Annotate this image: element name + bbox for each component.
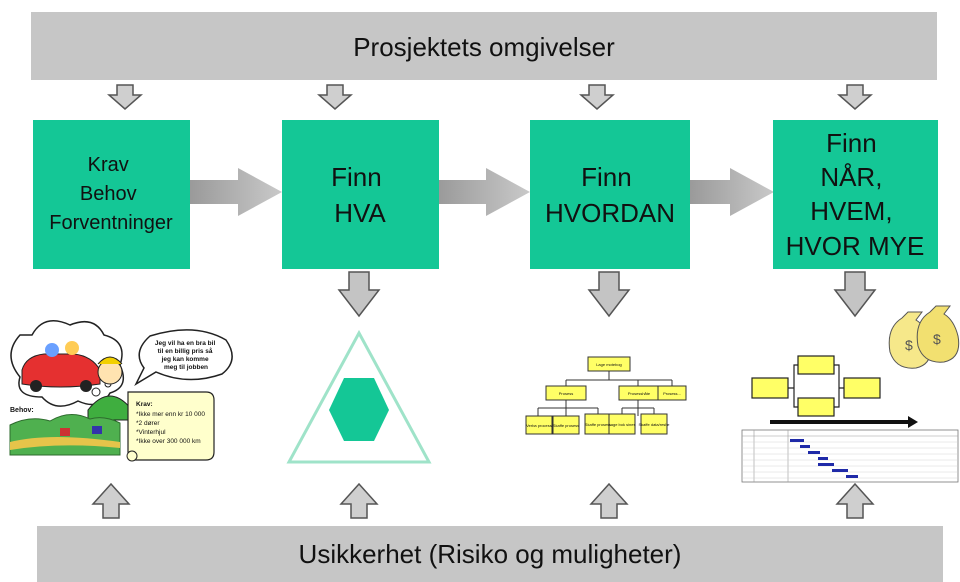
wbs-node [525, 415, 553, 435]
wbs-node [552, 415, 580, 435]
down-arrow-icon [317, 84, 353, 110]
bottom-banner [37, 526, 943, 582]
speech-bubble-icon [134, 329, 233, 386]
top-banner [31, 12, 937, 80]
svg-text:Lage motebog: Lage motebog [596, 362, 622, 367]
down-arrow-icon [579, 84, 615, 110]
svg-text:Skaffe data/reslte: Skaffe data/reslte [638, 422, 670, 427]
wbs-labels: Lage motebog Prosess Prosesshåte Prosess… [526, 362, 681, 428]
car-icon [21, 353, 101, 388]
wbs-node [657, 385, 687, 401]
gantt-chart-icon [741, 429, 959, 483]
step-box-what [282, 120, 439, 269]
step-box-requirements-label: Krav Behov Forventninger [49, 154, 173, 234]
svg-text:$: $ [933, 331, 941, 347]
down-arrow-icon [833, 271, 877, 318]
step-box-how [530, 120, 690, 269]
flow-arrow-icon [190, 168, 282, 216]
speech-bubble-text: Jeg vil ha en bra bil til en billig pris… [155, 340, 217, 371]
network-node [797, 355, 835, 375]
step-box-when-who-cost [773, 120, 938, 269]
svg-text:Skaffe prosess: Skaffe prosess [553, 423, 579, 428]
money-bags-icon: $ $ [888, 305, 960, 369]
network-node [843, 377, 881, 399]
wbs-node [640, 413, 668, 435]
flow-arrow-icon [438, 168, 530, 216]
up-arrow-icon [589, 482, 629, 519]
down-arrow-icon [587, 271, 631, 318]
wbs-node [608, 413, 636, 435]
network-node [751, 377, 789, 399]
network-node [797, 397, 835, 417]
up-arrow-icon [339, 482, 379, 519]
hexagon-icon [329, 378, 389, 441]
down-arrow-icon [337, 271, 381, 318]
scope-triangle-illustration [286, 329, 432, 464]
down-arrow-icon [837, 84, 873, 110]
schedule-illustration: $ $ [741, 305, 960, 483]
flow-arrow-icon [690, 168, 774, 216]
svg-text:Verba process: Verba process [526, 423, 552, 428]
step-box-how-label: Finn HVORDAN [545, 162, 675, 228]
down-arrow-icon [107, 84, 143, 110]
top-banner-label: Prosjektets omgivelser [353, 32, 615, 62]
up-arrow-icon [835, 482, 875, 519]
svg-text:Prosess...: Prosess... [663, 391, 681, 396]
wbs-tree-illustration [525, 356, 687, 435]
svg-text:Lage bok sines: Lage bok sines [609, 422, 636, 427]
requirements-note-text: Krav: *Ikke mer enn kr 10 000 *2 dører *… [136, 401, 207, 445]
svg-text:Prosesshåte: Prosesshåte [628, 391, 651, 396]
step-box-requirements [33, 120, 190, 269]
behov-label: Behov: [10, 407, 34, 414]
svg-text:$: $ [905, 337, 913, 353]
up-arrow-icon [91, 482, 131, 519]
bottom-banner-label: Usikkerhet (Risiko og muligheter) [299, 539, 682, 569]
svg-text:Prosess: Prosess [559, 391, 573, 396]
timeline-arrow-icon [770, 416, 918, 428]
step-box-what-label: Finn HVA [331, 162, 389, 228]
step-box-when-who-cost-label: Finn NÅR, HVEM, HVOR MYE [786, 128, 925, 261]
requirements-illustration: Jeg vil ha en bra bil til en billig pris… [9, 320, 233, 462]
svg-text:Skaffe prosess: Skaffe prosess [585, 422, 611, 427]
